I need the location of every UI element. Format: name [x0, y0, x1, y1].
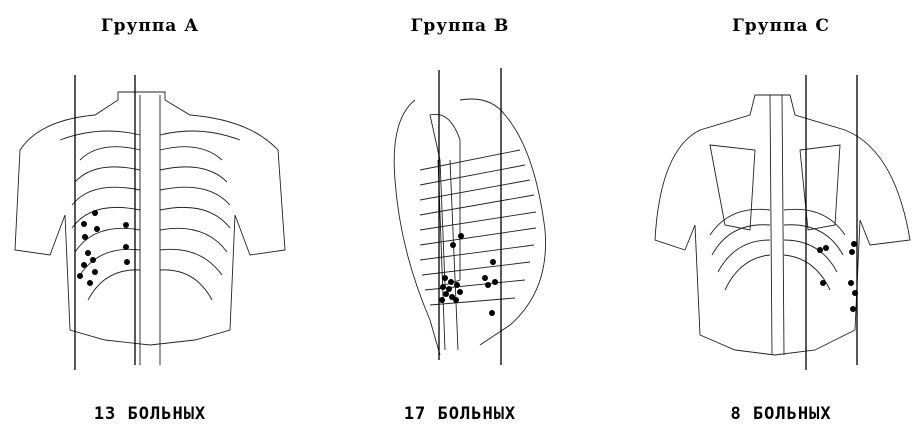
- panel-group-a: Группа А 13 БОЛЬНЫХ: [0, 0, 300, 431]
- patient-count-label: 8 БОЛЬНЫХ: [640, 404, 922, 424]
- lesion-dot-marker: [489, 310, 495, 316]
- lesion-dot-marker: [124, 259, 130, 265]
- lesion-dot-marker: [823, 245, 829, 251]
- lesion-dot-marker: [443, 291, 449, 297]
- lesion-dot-marker: [92, 269, 98, 275]
- lesion-dot-marker: [852, 290, 858, 296]
- patient-count-label: 13 БОЛЬНЫХ: [0, 404, 300, 424]
- lesion-dot-marker: [446, 286, 452, 292]
- lesion-dot-marker: [81, 262, 87, 268]
- lesion-dot-marker: [851, 241, 857, 247]
- lesion-dot-marker: [85, 250, 91, 256]
- lesion-dot-marker: [82, 234, 88, 240]
- patient-count-label: 17 БОЛЬНЫХ: [320, 404, 600, 424]
- lesion-dot-marker: [439, 297, 445, 303]
- lesion-dot-marker: [848, 280, 854, 286]
- lesion-dot-marker: [448, 279, 454, 285]
- lesion-dot-marker: [849, 249, 855, 255]
- lesion-dot-marker: [92, 210, 98, 216]
- lesion-dot-marker: [81, 221, 87, 227]
- lesion-dot-marker: [94, 226, 100, 232]
- lesion-dot-marker: [454, 282, 460, 288]
- lesion-dot-marker: [90, 257, 96, 263]
- anterior-chest-illustration: [0, 0, 300, 431]
- lesion-dot-marker: [492, 279, 498, 285]
- lesion-dot-marker: [440, 284, 446, 290]
- lesion-dot-marker: [123, 222, 129, 228]
- lesion-dot-marker: [123, 244, 129, 250]
- lesion-dot-marker: [442, 275, 448, 281]
- lesion-dot-marker: [458, 233, 464, 239]
- lesion-dot-marker: [490, 259, 496, 265]
- lesion-dot-marker: [87, 280, 93, 286]
- panel-group-b: Группа В 17 БОЛЬНЫХ: [320, 0, 600, 431]
- lesion-dot-marker: [453, 297, 459, 303]
- lesion-dot-marker: [850, 306, 856, 312]
- lesion-dot-marker: [817, 247, 823, 253]
- panel-group-c: Группа С 8 БОЛЬНЫХ: [640, 0, 922, 431]
- lesion-dot-marker: [820, 280, 826, 286]
- posterior-chest-illustration: [640, 0, 922, 431]
- lesion-dot-marker: [77, 273, 83, 279]
- lateral-chest-illustration: [320, 0, 600, 431]
- lesion-dot-marker: [450, 242, 456, 248]
- lesion-dot-marker: [482, 275, 488, 281]
- lesion-dot-marker: [457, 289, 463, 295]
- lesion-dot-marker: [485, 282, 491, 288]
